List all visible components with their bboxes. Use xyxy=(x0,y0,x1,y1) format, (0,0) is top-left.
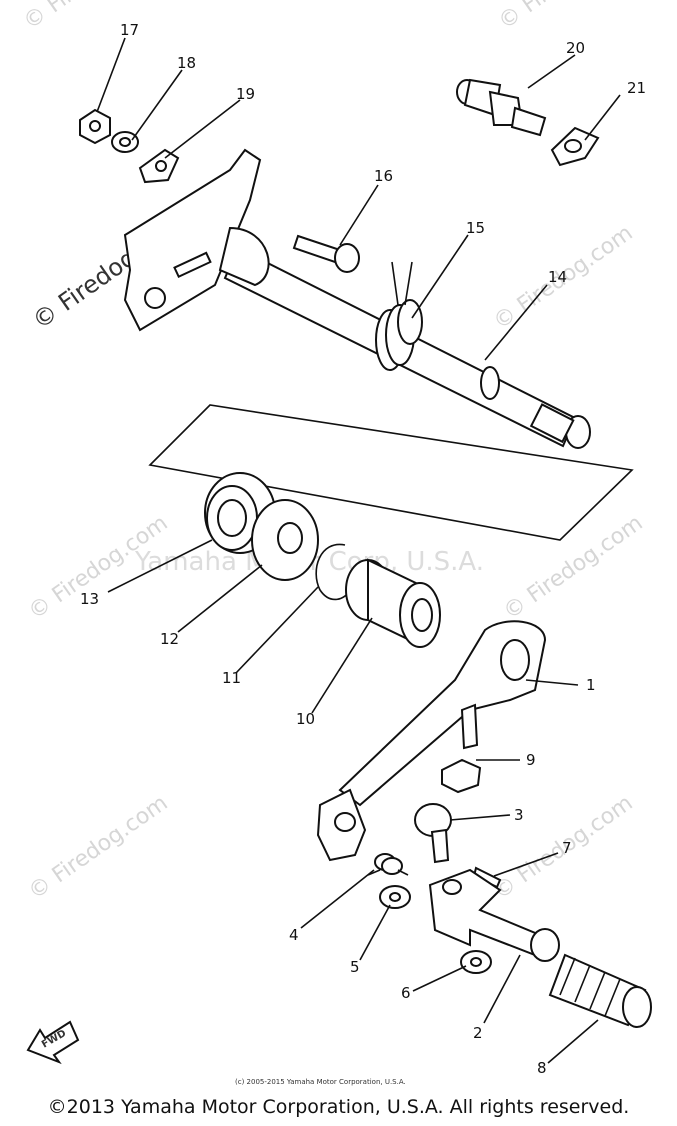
callout-17: 17 xyxy=(120,21,139,39)
spring-part-15 xyxy=(375,261,423,371)
callout-5: 5 xyxy=(350,958,360,976)
washer-part-5 xyxy=(379,885,411,909)
callout-labels: 1 2 3 4 5 6 7 8 9 10 11 12 13 14 15 16 1… xyxy=(80,21,646,1077)
callout-19: 19 xyxy=(236,85,255,103)
callout-21: 21 xyxy=(627,79,646,97)
footer-copyright: ©2013 Yamaha Motor Corporation, U.S.A. A… xyxy=(47,1096,630,1118)
shift-arm-part-1 xyxy=(316,620,547,862)
callout-15: 15 xyxy=(466,219,485,237)
washer-part-18 xyxy=(111,131,139,153)
watermark-corner-top-right: © Fire xyxy=(494,0,564,35)
bolt-part-20 xyxy=(456,78,547,137)
lock-washer-part-19 xyxy=(138,148,180,184)
watermark-corner-top-left: © Fire xyxy=(19,0,89,35)
callout-10: 10 xyxy=(296,710,315,728)
callout-7: 7 xyxy=(562,839,572,857)
plate-part-21 xyxy=(550,126,600,167)
collar-part-10 xyxy=(345,558,441,648)
callout-2: 2 xyxy=(473,1024,483,1042)
callout-3: 3 xyxy=(514,806,524,824)
pin-part-3 xyxy=(414,803,452,864)
washer-part-12 xyxy=(251,499,319,581)
washer-part-6 xyxy=(460,950,492,974)
nut-part-17 xyxy=(79,108,111,145)
callout-12: 12 xyxy=(160,630,179,648)
bolt-part-9 xyxy=(441,703,482,794)
pedal-arm-part-2 xyxy=(428,868,560,962)
small-copyright: (c) 2005-2015 Yamaha Motor Corporation, … xyxy=(235,1078,406,1086)
rubber-part-8 xyxy=(548,953,652,1028)
spring-part-4 xyxy=(367,853,409,876)
callout-1: 1 xyxy=(586,676,596,694)
watermark-layer: © Fire © Fire © Firedog.com © Firedog.co… xyxy=(19,0,647,905)
callout-6: 6 xyxy=(401,984,411,1002)
callout-20: 20 xyxy=(566,39,585,57)
fwd-arrow: FWD xyxy=(26,1020,80,1065)
callout-9: 9 xyxy=(526,751,536,769)
callout-8: 8 xyxy=(537,1059,547,1077)
assembly-plane-outline xyxy=(148,404,634,541)
callout-16: 16 xyxy=(374,167,393,185)
bolt-part-16 xyxy=(292,234,360,273)
callout-11: 11 xyxy=(222,669,241,687)
callout-14: 14 xyxy=(548,268,567,286)
gear-sector-part xyxy=(123,148,270,332)
watermark-firedog-left-low: © Firedog.com xyxy=(24,791,172,905)
callout-18: 18 xyxy=(177,54,196,72)
leader-lines xyxy=(96,37,621,1064)
callout-13: 13 xyxy=(80,590,99,608)
circlip-part-11 xyxy=(315,543,351,601)
callout-4: 4 xyxy=(289,926,299,944)
